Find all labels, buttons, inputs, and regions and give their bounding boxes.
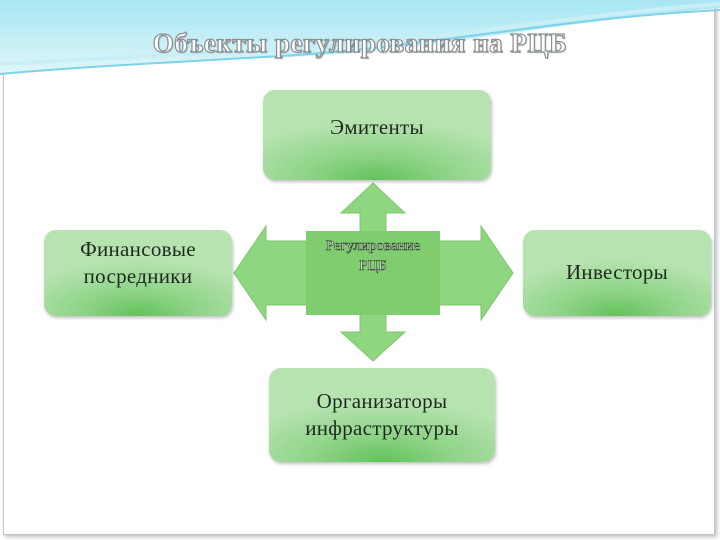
center-label-line2: РЦБ: [359, 258, 387, 275]
center-label-line1: Регулирование: [325, 238, 421, 255]
header-waves-decoration: [0, 0, 720, 75]
node-emitenty-label: Эмитенты: [330, 115, 424, 139]
slide-title: Объекты регулирования на РЦБ: [152, 27, 568, 58]
center-label: Регулирование РЦБ: [305, 236, 441, 277]
node-infrastructure-organizers: Организаторы инфраструктуры: [269, 368, 495, 462]
node-investors-label: Инвесторы: [565, 260, 669, 285]
center-square: [306, 231, 440, 315]
node-emitenty: Эмитенты: [263, 90, 491, 180]
node-infrastructure-organizers-line2: инфраструктуры: [305, 416, 459, 440]
node-infrastructure-organizers-line1: Организаторы: [316, 388, 448, 413]
node-investors: Инвесторы: [523, 230, 711, 316]
node-financial-intermediaries-line1: Финансовые: [80, 237, 196, 261]
node-financial-intermediaries: Финансовые посредники: [44, 230, 232, 316]
node-financial-intermediaries-line2: посредники: [83, 264, 193, 289]
